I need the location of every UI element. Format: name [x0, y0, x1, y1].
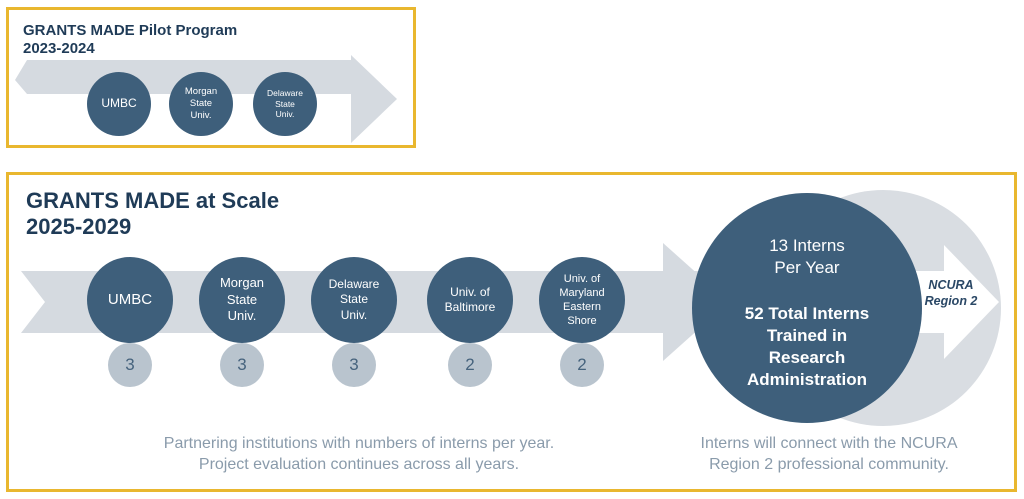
interns-count-baltimore: 2 [448, 343, 492, 387]
scale-institution-label: Morgan [219, 275, 265, 291]
pilot-institution-label: Univ. [190, 110, 212, 122]
pilot-institution-label: UMBC [101, 96, 137, 111]
interns-count-morgan: 3 [220, 343, 264, 387]
pilot-title-line1: GRANTS MADE Pilot Program [23, 22, 238, 39]
interns-count-value: 2 [465, 355, 475, 374]
scale-program-panel: GRANTS MADE at Scale 2025-2029 UMBC Morg… [6, 172, 1017, 492]
interns-per-year-line1: 13 Interns [769, 236, 845, 255]
scale-institution-delaware: Delaware State Univ. [311, 257, 397, 343]
ncura-arrow [909, 245, 999, 359]
pilot-institution-label: Univ. [275, 109, 295, 120]
scale-institution-label: Shore [567, 315, 597, 328]
pilot-program-panel: GRANTS MADE Pilot Program 2023-2024 UMBC… [6, 7, 416, 148]
scale-institution-label: Maryland [559, 286, 605, 299]
interns-total-line4: Administration [747, 370, 867, 390]
scale-institution-label: UMBC [107, 291, 153, 309]
scale-institution-umbc: UMBC [87, 257, 173, 343]
scale-institution-label: Baltimore [444, 300, 496, 314]
interns-per-year: 13 Interns Per Year [692, 235, 922, 279]
scale-institution-label: Delaware [328, 276, 380, 291]
interns-total-line1: 52 Total Interns [744, 304, 870, 323]
scale-institution-label: Univ. [227, 308, 257, 324]
caption-right-line2: Region 2 professional community. [709, 455, 949, 473]
scale-institution-label: Eastern [563, 301, 601, 313]
interns-count-delaware: 3 [332, 343, 376, 387]
interns-count-umbc: 3 [108, 343, 152, 387]
interns-count-value: 3 [237, 355, 247, 374]
scale-title-line2: 2025-2029 [26, 213, 132, 239]
interns-count-value: 3 [125, 355, 135, 374]
scale-institution-label: Univ. [340, 307, 368, 322]
interns-total-line2: Trained in [766, 326, 848, 346]
scale-institution-morgan: Morgan State Univ. [199, 257, 285, 343]
ncura-label: NCURA Region 2 [919, 277, 983, 309]
pilot-institution-label: State [275, 98, 295, 109]
caption-right-line1: Interns will connect with the NCURA [700, 435, 958, 452]
scale-institution-baltimore: Univ. of Baltimore [427, 257, 513, 343]
interns-count-umes: 2 [560, 343, 604, 387]
caption-left-line2: Project evaluation continues across all … [198, 455, 520, 473]
scale-institution-label: State [339, 292, 368, 307]
pilot-title-line2: 2023-2024 [23, 39, 95, 57]
scale-title-line1: GRANTS MADE at Scale [26, 188, 280, 213]
caption-right: Interns will connect with the NCURA Regi… [669, 434, 989, 476]
scale-institution-label: State [226, 291, 258, 307]
interns-summary-circle: 13 Interns Per Year 52 Total Interns Tra… [692, 193, 922, 423]
interns-count-value: 2 [577, 355, 587, 374]
interns-total-line3: Research [768, 348, 846, 368]
scale-institution-umes: Univ. of Maryland Eastern Shore [539, 257, 625, 343]
pilot-institution-label: Delaware [267, 87, 303, 98]
ncura-label-line2: Region 2 [924, 294, 978, 308]
interns-total: 52 Total Interns Trained in Research Adm… [692, 303, 922, 391]
caption-left: Partnering institutions with numbers of … [109, 434, 609, 476]
pilot-title: GRANTS MADE Pilot Program 2023-2024 [23, 22, 237, 57]
ncura-label-line1: NCURA [928, 278, 974, 292]
interns-per-year-line2: Per Year [774, 258, 840, 278]
pilot-institution-label: State [189, 97, 213, 109]
scale-institution-label: Univ. of [563, 272, 601, 285]
interns-count-value: 3 [349, 355, 359, 374]
pilot-institution-umbc: UMBC [87, 72, 151, 136]
scale-title: GRANTS MADE at Scale 2025-2029 [26, 188, 279, 240]
scale-institution-label: Univ. of [450, 284, 490, 299]
pilot-institution-delaware: Delaware State Univ. [253, 72, 317, 136]
pilot-institution-morgan: Morgan State Univ. [169, 72, 233, 136]
caption-left-line1: Partnering institutions with numbers of … [163, 435, 555, 452]
pilot-institution-label: Morgan [184, 85, 218, 97]
